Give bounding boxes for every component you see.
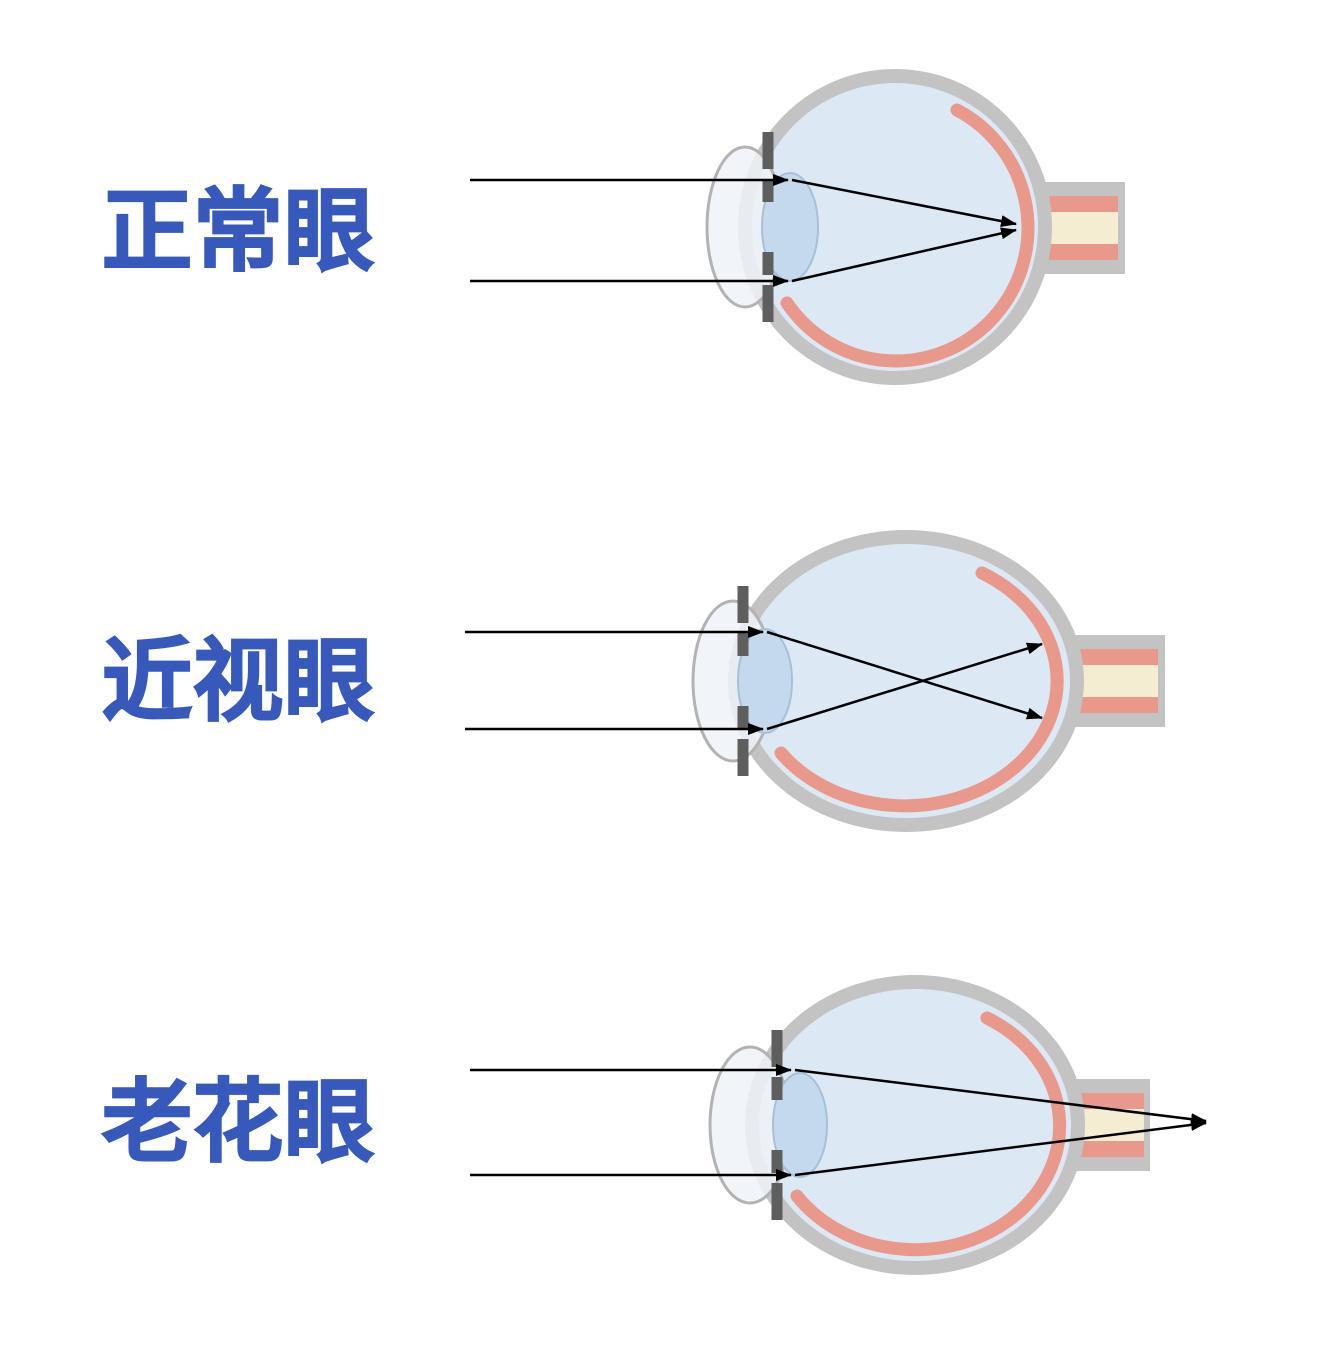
ray-upper-refracted: [791, 178, 1017, 227]
row-normal-eye: 正常眼: [0, 0, 1332, 450]
presbyopic-eye-diagram: [470, 975, 1207, 1275]
presbyopic-eye-label: 老花眼: [101, 1073, 375, 1173]
ray-lower-refracted: [791, 227, 1017, 283]
ray-lower-refracted: [766, 642, 1043, 731]
ray-lower-refracted: [794, 1118, 1207, 1177]
vitreous-body: [752, 83, 1038, 371]
row-presbyopic-eye: 老花眼: [0, 902, 1332, 1352]
retina: [790, 1011, 1067, 1257]
retina: [780, 103, 1035, 368]
lens: [761, 172, 819, 282]
vitreous-body: [742, 544, 1070, 818]
light-rays: [470, 174, 1017, 287]
myopic-eye-diagram: [465, 530, 1165, 832]
ray-upper-refracted: [794, 1068, 1207, 1126]
row-myopic-eye: 近视眼: [0, 451, 1332, 901]
light-rays: [465, 626, 1043, 735]
ray-upper-refracted: [766, 630, 1043, 720]
light-rays: [470, 1064, 1207, 1181]
normal-eye-label: 正常眼: [101, 182, 375, 282]
myopic-eye-label: 近视眼: [101, 632, 375, 732]
lens: [737, 628, 793, 734]
retina: [774, 566, 1064, 813]
normal-eye-diagram: [470, 69, 1125, 385]
lens: [772, 1072, 828, 1178]
vitreous-body: [759, 989, 1071, 1261]
